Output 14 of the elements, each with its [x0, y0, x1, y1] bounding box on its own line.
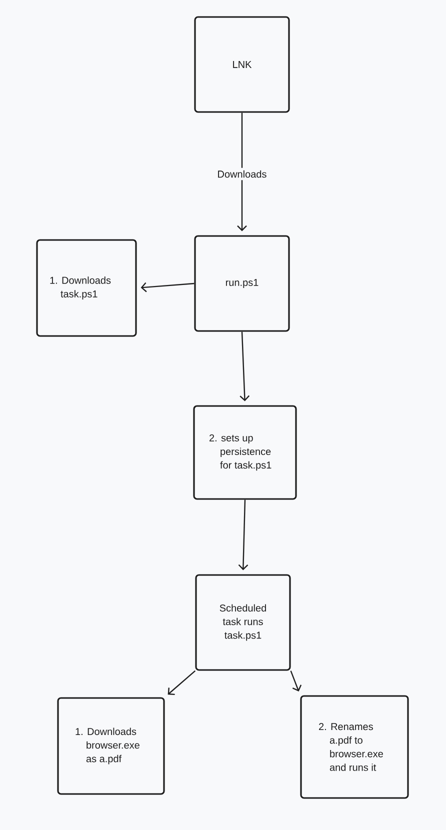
arrow	[240, 332, 250, 402]
arrow	[290, 670, 302, 692]
process-box: run.ps1	[194, 235, 290, 332]
arrow	[168, 670, 196, 696]
process-box: 1. Downloads task.ps1	[36, 239, 137, 337]
process-box: 2. Renames a.pdf to browser.exe and runs it	[300, 695, 409, 799]
edge-label: Downloads	[214, 168, 270, 180]
arrow	[238, 500, 248, 570]
process-box: 2. sets up persistence for task.ps1	[193, 405, 297, 500]
arrow	[237, 112, 247, 232]
arrow	[140, 282, 194, 292]
process-box: Scheduled task runs task.ps1	[195, 574, 291, 671]
process-box: 1. Downloads browser.exe as a.pdf	[57, 697, 165, 795]
process-box: LNK	[194, 16, 290, 113]
